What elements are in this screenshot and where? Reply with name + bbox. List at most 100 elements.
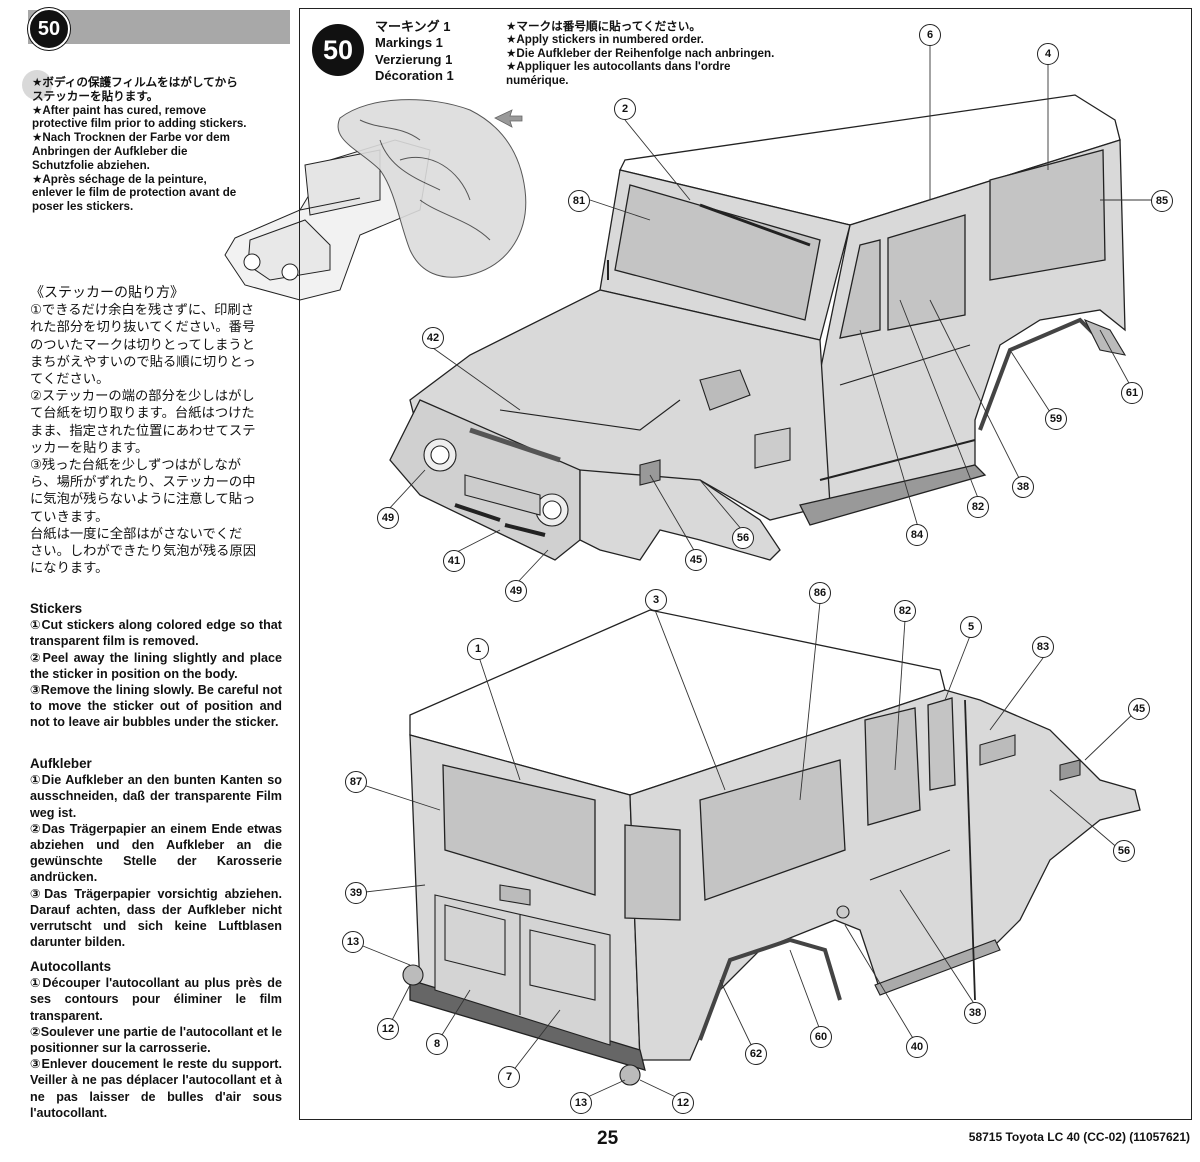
order-note-line: ★Appliquer les autocollants dans l'ordre [506, 60, 731, 74]
order-note: ★マークは番号順に貼ってください。 ★Apply stickers in num… [506, 20, 826, 87]
fr-line: ③Enlever doucement le reste du support. … [30, 1057, 282, 1120]
callout-87: 87 [345, 771, 367, 793]
callout-49: 49 [377, 507, 399, 529]
jp-line: てください。 [30, 371, 110, 387]
order-note-line: ★マークは番号順に貼ってください。 [506, 20, 701, 33]
callout-61: 61 [1121, 382, 1143, 404]
callout-4: 4 [1037, 43, 1059, 65]
en-instructions: Stickers ①Cut stickers along colored edg… [30, 601, 282, 731]
fr-line: ②Soulever une partie de l'autocollant et… [30, 1024, 282, 1056]
callout-62: 62 [745, 1043, 767, 1065]
title-jp: マーキング 1 [375, 19, 451, 34]
model-code: 58715 Toyota LC 40 (CC-02) (11057621) [968, 1130, 1190, 1144]
windshield-sticker-81 [614, 184, 821, 321]
callout-45: 45 [685, 549, 707, 571]
jp-line: ら、場所がずれたり、ステッカーの中 [30, 474, 256, 490]
fr-heading: Autocollants [30, 959, 112, 974]
door-window-sticker [839, 239, 881, 339]
jp-line: のついたマークは切りとってしまうと [30, 336, 255, 352]
callout-13-lower: 13 [570, 1092, 592, 1114]
callout-86: 86 [809, 582, 831, 604]
callout-82: 82 [967, 496, 989, 518]
jp-line: まちがえやすいので貼る順に切りとっ [30, 353, 256, 369]
callout-56: 56 [732, 527, 754, 549]
note-line: ★Nach Trocknen der Farbe vor dem [32, 131, 230, 145]
de-line: ①Die Aufkleber an den bunten Kanten so a… [30, 773, 282, 820]
note-line: protective film prior to adding stickers… [32, 117, 247, 131]
callout-38-rear: 38 [964, 1002, 986, 1024]
callout-5: 5 [960, 616, 982, 638]
note-line: ★After paint has cured, remove [32, 103, 207, 117]
callout-12-lower: 12 [672, 1092, 694, 1114]
callout-6: 6 [919, 24, 941, 46]
callout-7: 7 [498, 1066, 520, 1088]
en-line: ③Remove the lining slowly. Be careful no… [30, 683, 282, 730]
callout-81: 81 [568, 190, 590, 212]
de-heading: Aufkleber [30, 756, 92, 771]
order-note-line: numérique. [506, 73, 569, 87]
callout-12: 12 [377, 1018, 399, 1040]
side-window-sticker-86 [699, 759, 846, 901]
callout-49-lower: 49 [505, 580, 527, 602]
fr-line: ①Découper l'autocollant au plus près de … [30, 976, 282, 1023]
jp-line: になります。 [30, 560, 109, 576]
jp-line: まま、指定された位置にあわせてステ [30, 422, 256, 438]
jp-line: ②ステッカーの端の部分を少しはがし [30, 388, 255, 404]
de-line: ②Das Trägerpapier an einem Ende etwas ab… [30, 821, 282, 885]
en-heading: Stickers [30, 601, 83, 616]
jp-instructions: 《ステッカーの貼り方》 ①できるだけ余白を残さずに、印刷さ れた部分を切り抜いて… [30, 284, 282, 576]
callout-1: 1 [467, 638, 489, 660]
front-windows [614, 149, 1106, 339]
en-line: ①Cut stickers along colored edge so that… [30, 618, 282, 649]
jp-line: ッカーを貼ります。 [30, 439, 149, 455]
jp-heading: 《ステッカーの貼り方》 [30, 284, 184, 300]
callout-leader-lines [352, 44, 1160, 1101]
main-step-badge: 50 [312, 24, 364, 76]
note-line: poser les stickers. [32, 200, 134, 214]
jp-line: ①できるだけ余白を残さずに、印刷さ [30, 302, 255, 318]
paint-note: ★ボディの保護フィルムをはがしてから ステッカーを貼ります。 ★After pa… [32, 76, 272, 214]
de-line: ③Das Trägerpapier vorsichtig abziehen. D… [30, 886, 282, 950]
callout-82-rear: 82 [894, 600, 916, 622]
note-line: ★Après séchage de la peinture, [32, 172, 207, 186]
fr-instructions: Autocollants ①Découper l'autocollant au … [30, 959, 282, 1121]
jp-line: れた部分を切り抜いてください。番号 [30, 319, 256, 335]
step-header-bar [28, 10, 290, 44]
callout-2: 2 [614, 98, 636, 120]
rear-window-sticker-87 [442, 764, 596, 896]
jp-line: さい。しわができたり気泡が残る原因 [30, 543, 257, 559]
front-view-details [423, 203, 1127, 537]
side-window-sticker-82 [887, 214, 966, 331]
callout-8: 8 [426, 1033, 448, 1055]
note-line: enlever le film de protection avant de [32, 186, 237, 200]
step-number-badge: 50 [28, 8, 70, 50]
callout-59: 59 [1045, 408, 1067, 430]
order-note-line: ★Die Aufkleber der Reihenfolge nach anbr… [506, 46, 775, 60]
callout-13: 13 [342, 931, 364, 953]
callout-56-rear: 56 [1113, 840, 1135, 862]
note-line: Schutzfolie abziehen. [32, 158, 150, 172]
jp-line: 台紙は一度に全部はがさないでくだ [30, 525, 243, 541]
jp-line: に気泡が残らないように注意して貼っ [30, 491, 256, 507]
en-line: ②Peel away the lining slightly and place… [30, 650, 282, 681]
title-de: Verzierung 1 [375, 51, 453, 67]
callout-45-rear: 45 [1128, 698, 1150, 720]
callout-83: 83 [1032, 636, 1054, 658]
note-line: ステッカーを貼ります。 [32, 89, 159, 103]
title-fr: Décoration 1 [375, 68, 454, 84]
callout-39: 39 [345, 882, 367, 904]
callout-85: 85 [1151, 190, 1173, 212]
rear-side-window-sticker-85 [989, 149, 1106, 281]
quarter-window-sticker [624, 824, 681, 921]
vent-window-sticker [927, 697, 956, 791]
markings-panel [299, 8, 1192, 1120]
callout-41: 41 [443, 550, 465, 572]
note-line: Anbringen der Aufkleber die [32, 144, 188, 158]
jp-line: ていきます。 [30, 508, 109, 524]
callout-84: 84 [906, 524, 928, 546]
callout-40: 40 [906, 1036, 928, 1058]
note-line: ★ボディの保護フィルムをはがしてから [32, 76, 238, 89]
markings-titles: マーキング 1 Markings 1 Verzierung 1 Décorati… [375, 19, 454, 85]
order-note-line: ★Apply stickers in numbered order. [506, 33, 704, 47]
